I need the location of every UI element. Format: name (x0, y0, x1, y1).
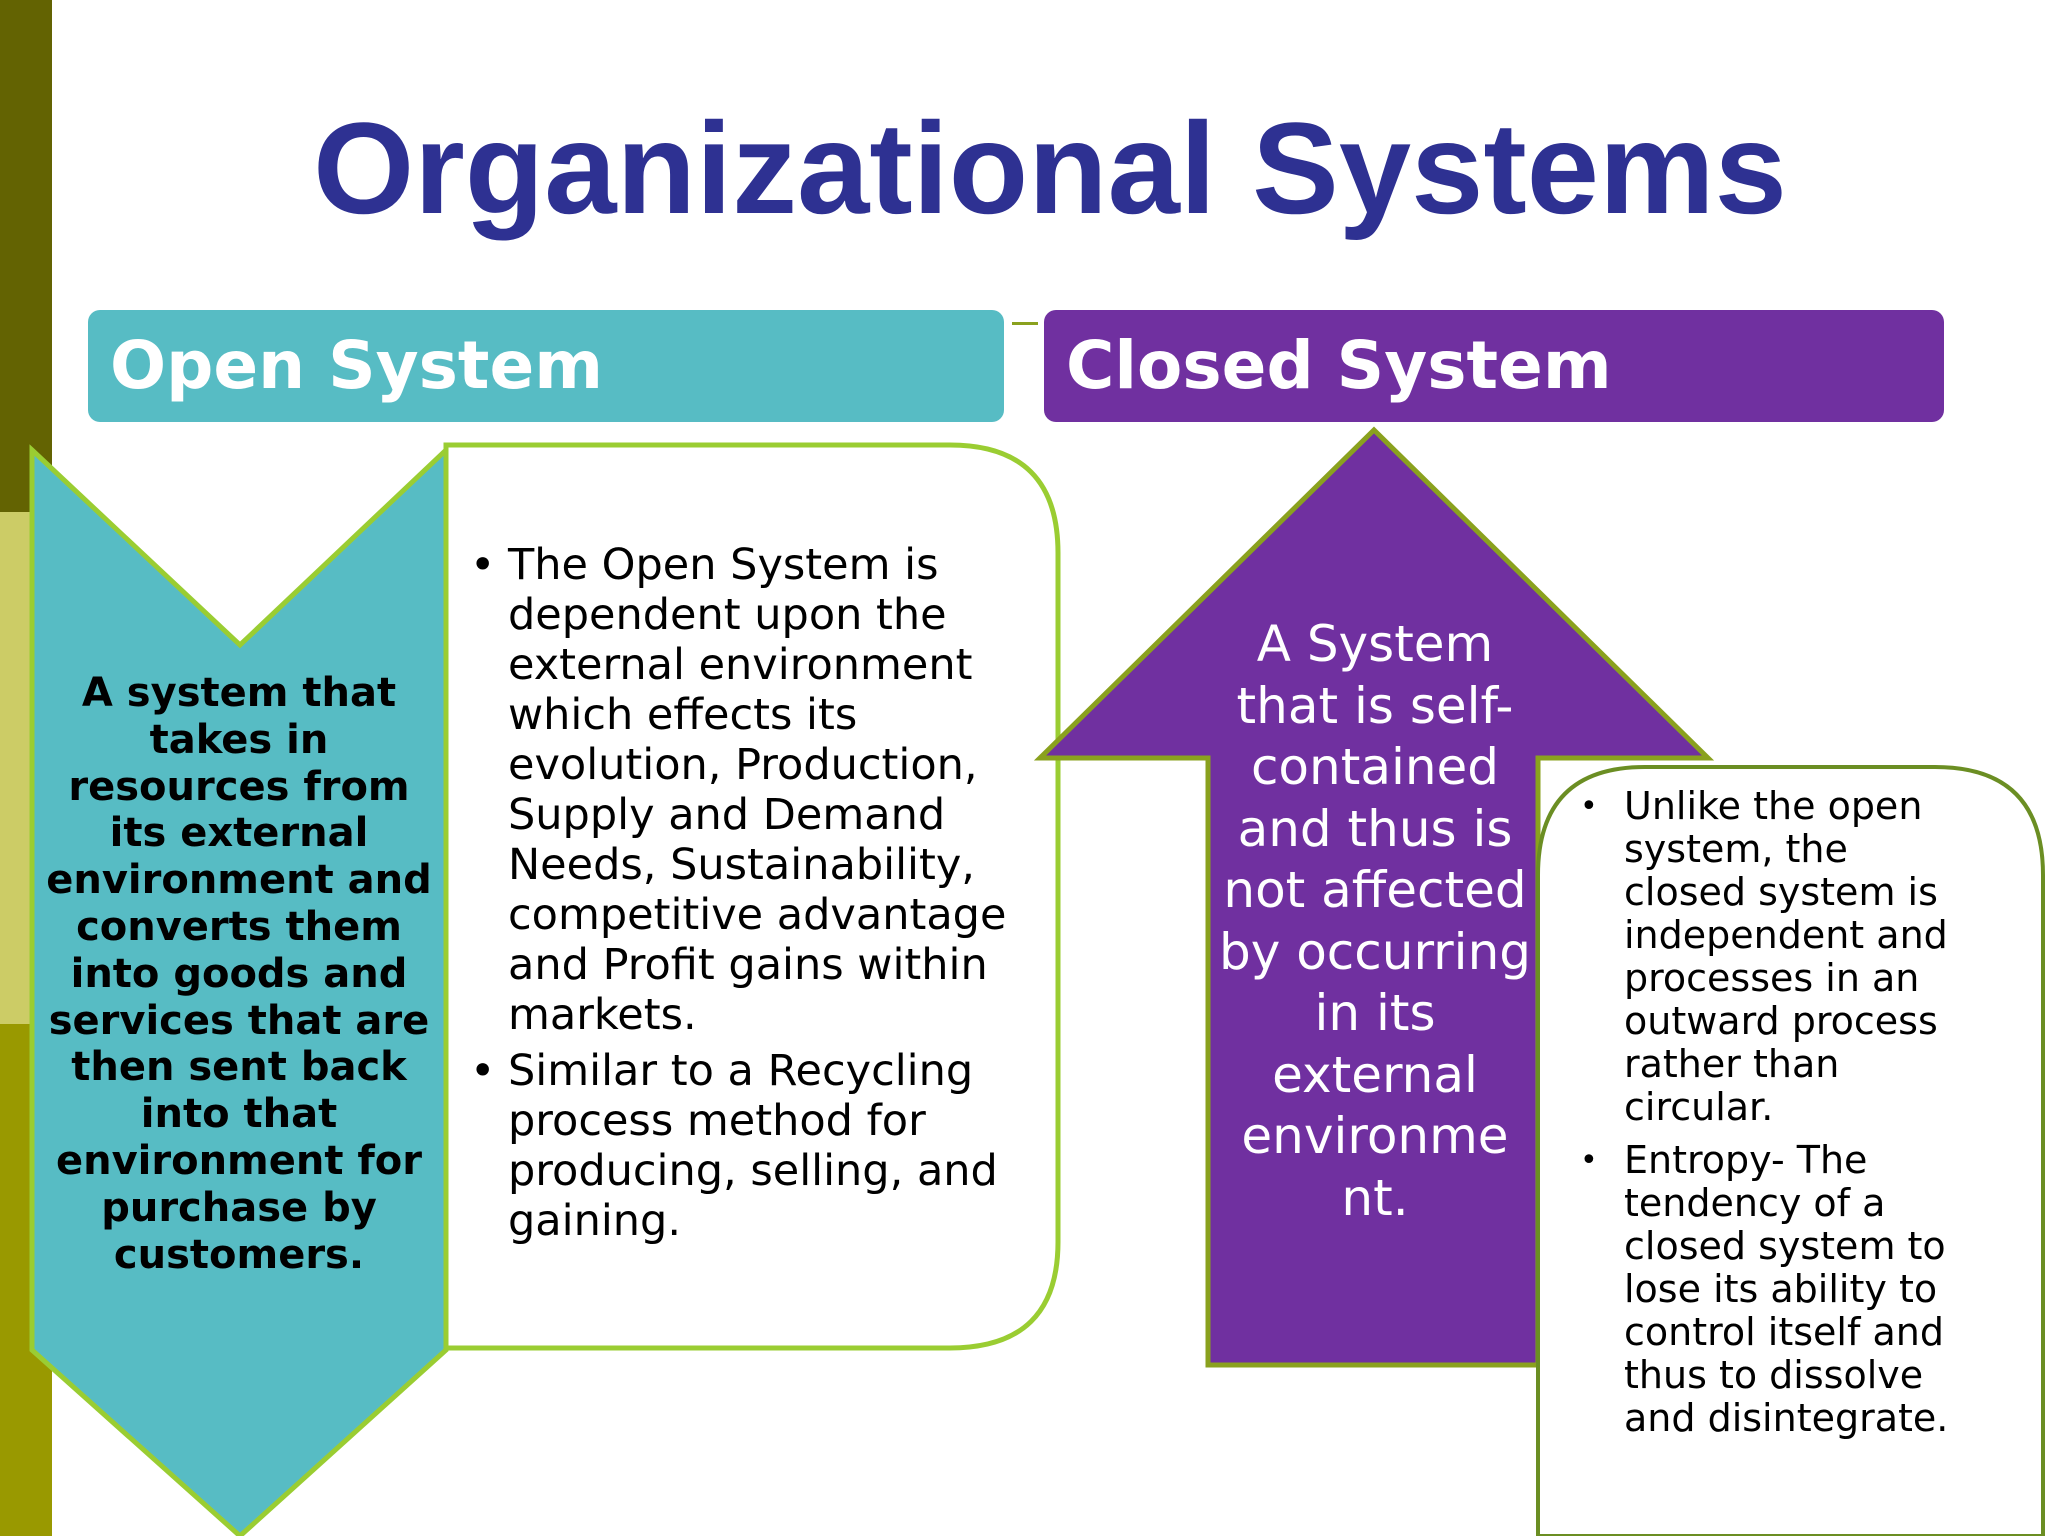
closed-text-box (1536, 765, 2045, 1536)
bullet-text: The Open System is dependent upon the ex… (508, 540, 1007, 1040)
bullet-icon: • (1580, 1143, 1598, 1178)
bullet-icon: • (470, 1046, 496, 1096)
open-system-bullets: •The Open System is dependent upon the e… (470, 540, 1030, 1246)
open-system-header: Open System (88, 310, 1004, 422)
closed-system-header: Closed System (1044, 310, 1944, 422)
open-chevron-arrow (29, 444, 449, 1536)
slide-title: Organizational Systems (313, 95, 1787, 241)
list-item: • Unlike the open system, the closed syst… (1578, 785, 1978, 1129)
list-item: •The Open System is dependent upon the e… (470, 540, 1030, 1040)
bullet-text: Entropy- The tendency of a closed system… (1624, 1138, 1949, 1440)
accent-bar-top (0, 0, 52, 512)
open-system-definition: A system that takes in resources from it… (46, 670, 432, 1278)
list-item: •Similar to a Recycling process method f… (470, 1046, 1030, 1246)
list-item: • Entropy- The tendency of a closed syst… (1578, 1139, 1978, 1440)
header-connector (1012, 322, 1038, 325)
open-text-box (443, 442, 1061, 1351)
bullet-icon: • (1580, 789, 1598, 824)
closed-system-bullets: • Unlike the open system, the closed syst… (1578, 785, 1978, 1440)
bullet-text: Unlike the open system, the closed syste… (1624, 784, 1948, 1129)
closed-up-arrow (1033, 426, 1715, 1368)
bullet-icon: • (470, 540, 496, 590)
bullet-text: Similar to a Recycling process method fo… (508, 1046, 998, 1246)
closed-system-definition: A System that is self-contained and thus… (1218, 615, 1532, 1227)
